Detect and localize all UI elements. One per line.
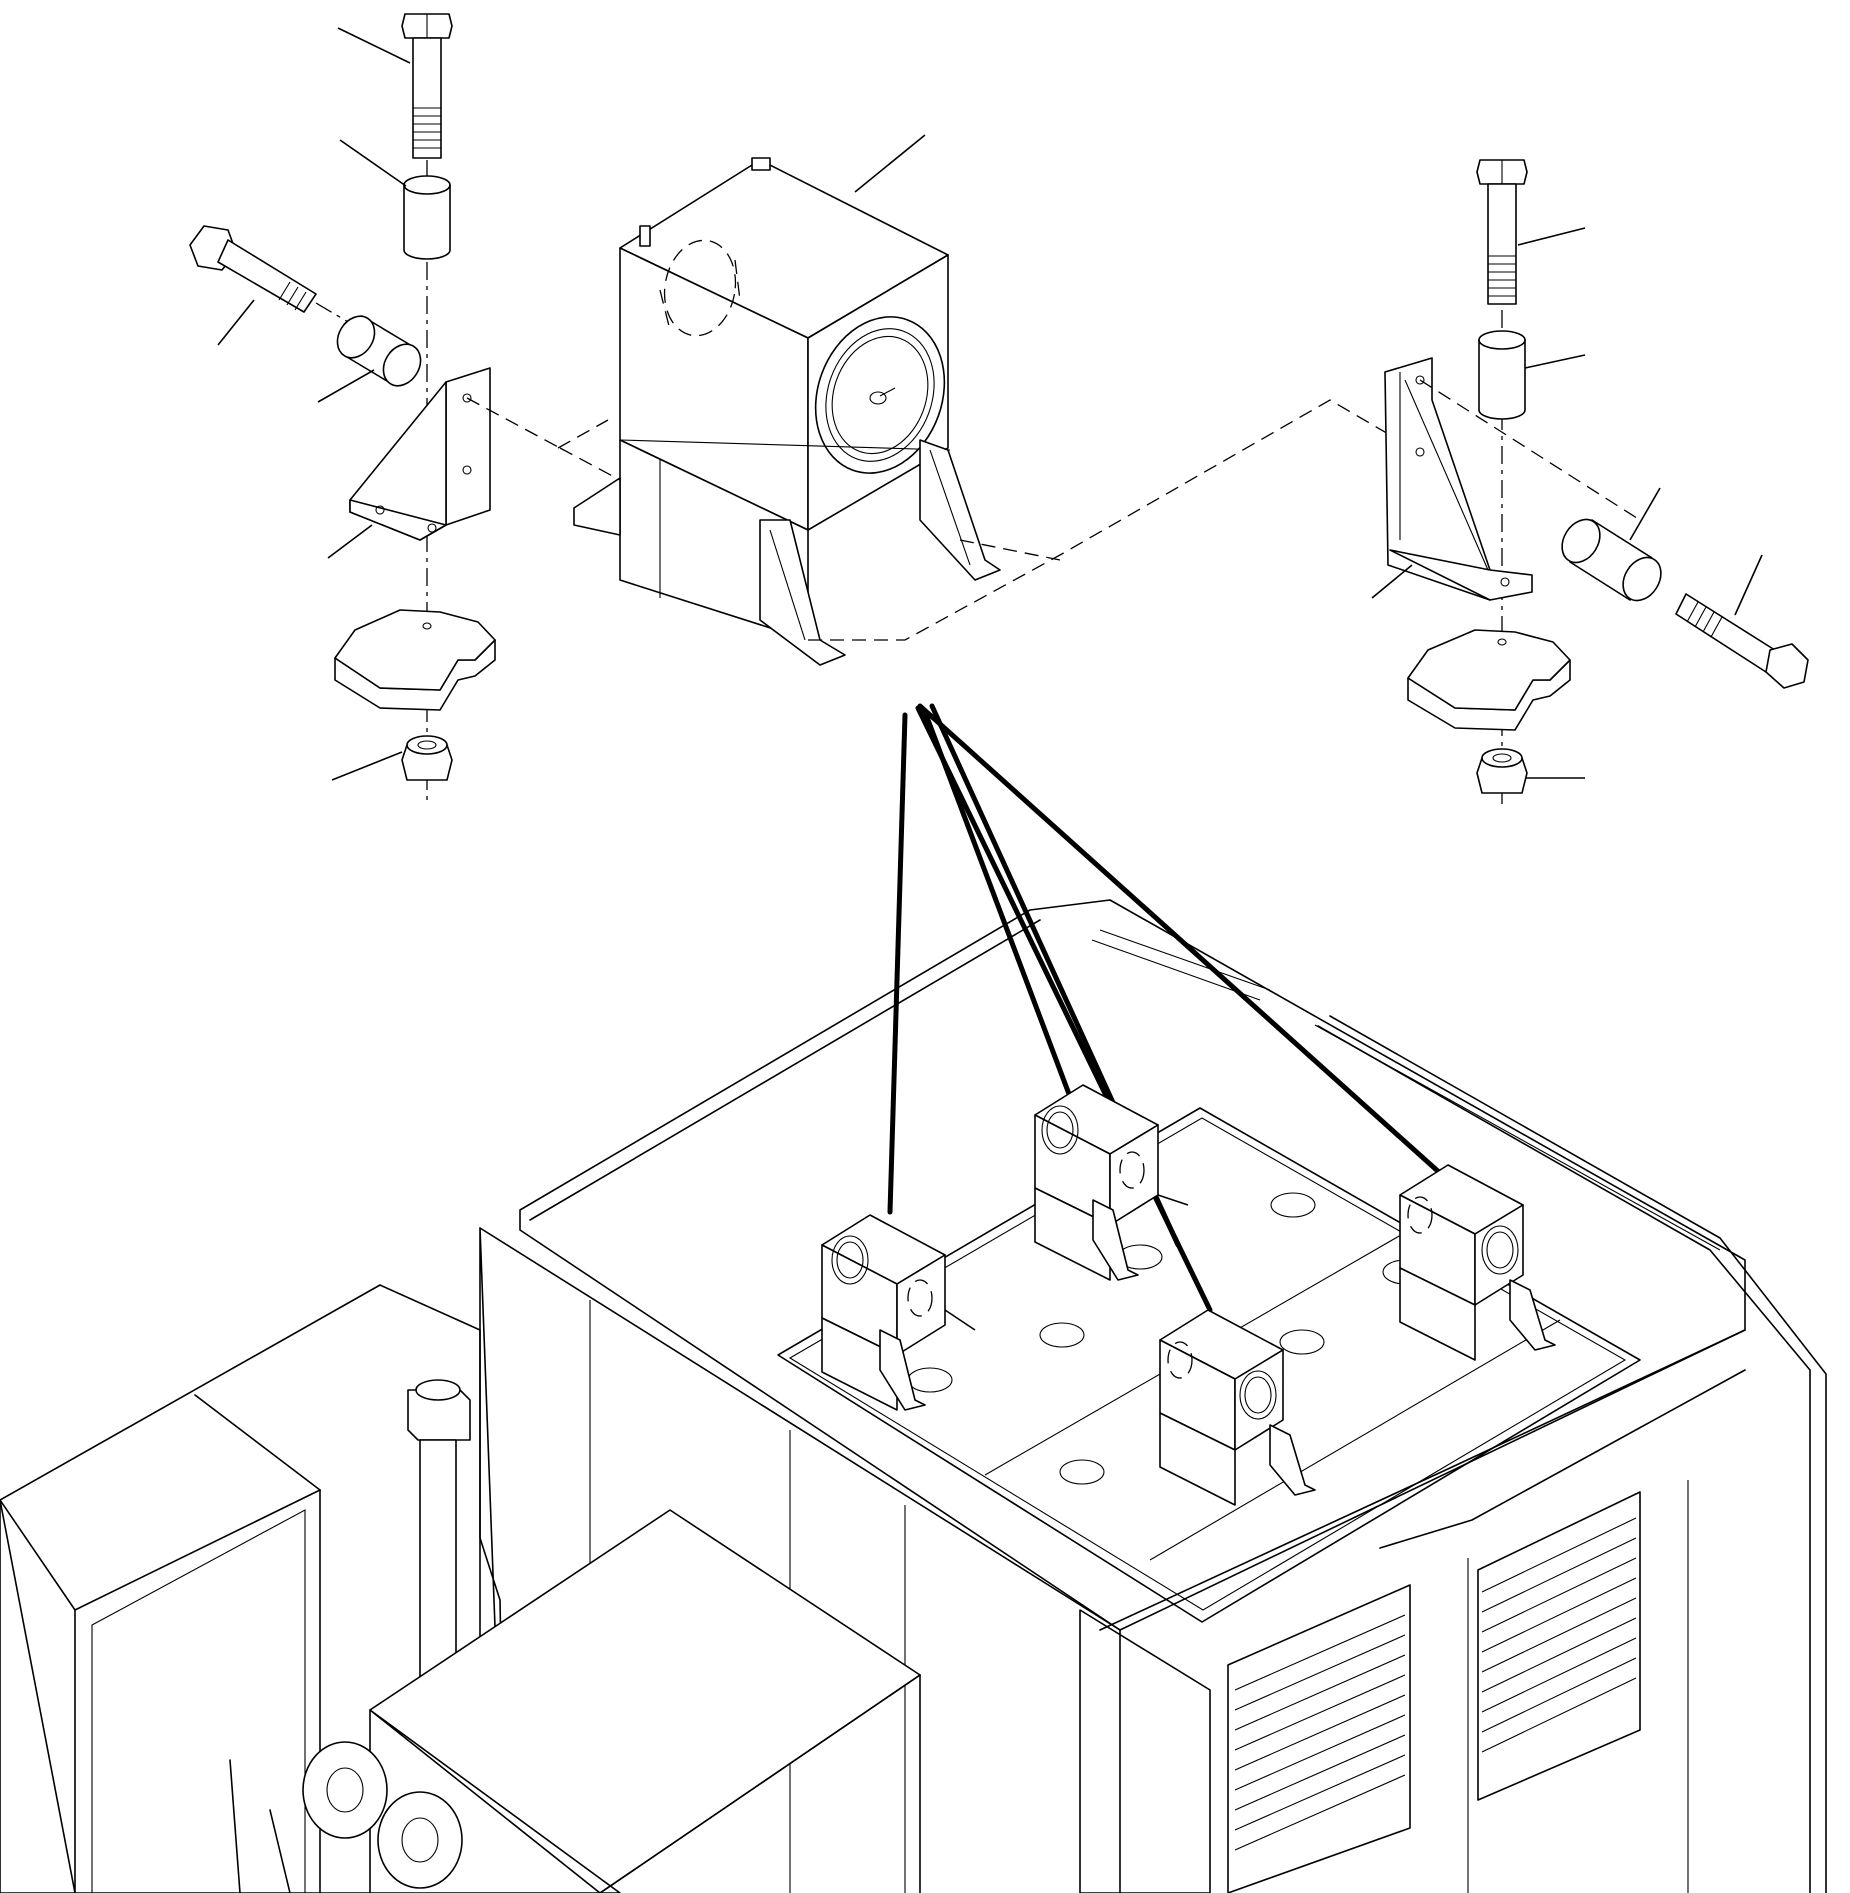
spacer-vertical-left [339,139,451,260]
spacer-horizontal-right [1561,487,1662,602]
right-mount-assembly [1371,159,1809,810]
machine-deck [0,899,1827,1893]
bolt-vertical-left [337,13,453,159]
rubber-mount-right [1407,629,1571,731]
spacer-vertical-right [1478,330,1586,420]
bolt-horizontal-left [189,225,317,346]
grille-right [1477,1491,1641,1801]
grille-left [1227,1584,1411,1893]
bracket-right [1371,357,1533,601]
deck-box-4 [1159,1309,1316,1506]
deck-box-3 [1399,1164,1556,1361]
bracket-left [327,367,491,559]
left-mount-assembly [189,13,496,805]
rubber-mount-left [334,609,496,711]
bolt-vertical-right [1476,159,1586,305]
deck-box-1 [821,1214,976,1411]
callout-lines [887,703,1473,1313]
bolt-horizontal-right [1675,554,1809,689]
center-component-box [557,134,1451,666]
nut-left [331,735,453,781]
nut-right [1476,748,1585,794]
deck-box-2 [1034,1084,1189,1281]
spacer-horizontal-left [317,315,422,403]
